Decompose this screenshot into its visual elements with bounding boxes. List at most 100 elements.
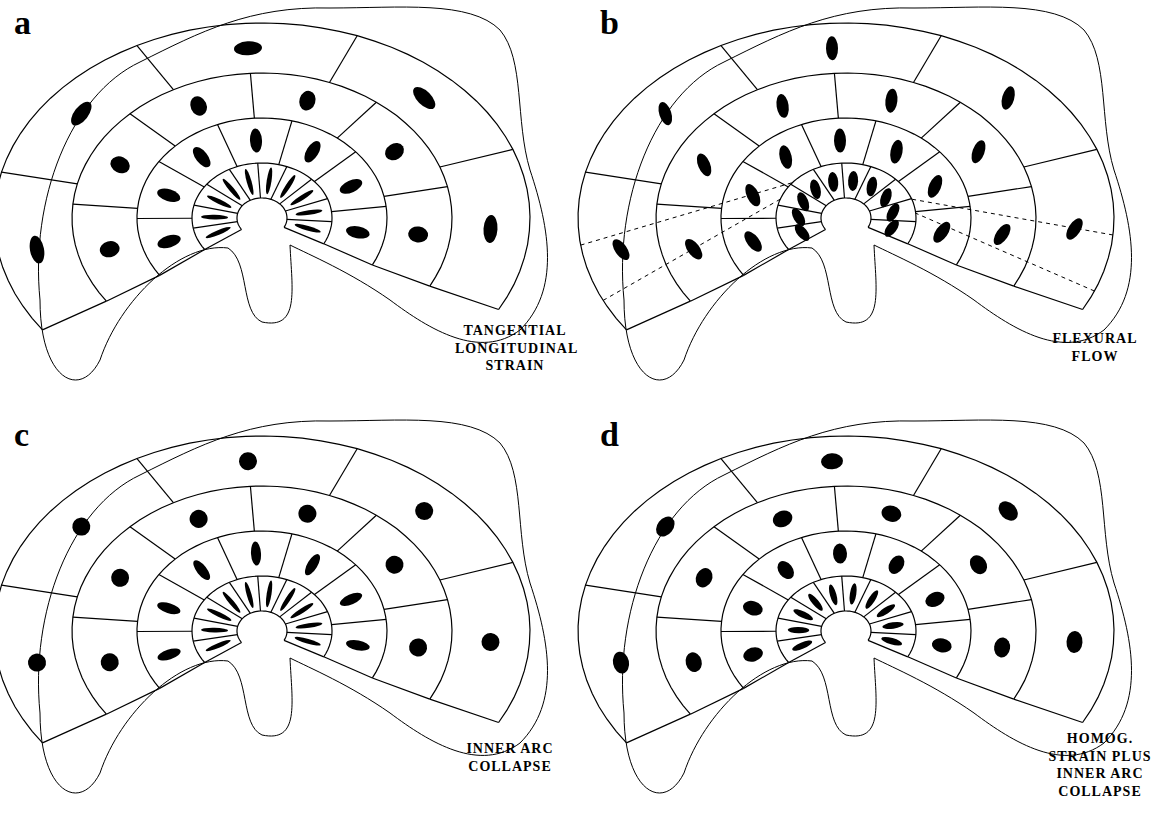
strain-ellipse [69, 514, 94, 539]
grid-line [871, 632, 916, 634]
strain-ellipse [884, 201, 902, 223]
fold-outline [38, 420, 547, 793]
strain-ellipse [741, 228, 765, 254]
strain-ellipse [931, 637, 953, 654]
grid-line [430, 699, 499, 722]
strain-ellipse [827, 171, 839, 192]
layer-arc [192, 576, 332, 663]
strain-ellipse [278, 587, 297, 612]
grid-line [324, 657, 373, 678]
panel-caption: HOMOG. STRAIN PLUS INNER ARC COLLAPSE [1040, 730, 1160, 800]
layer-arc [72, 73, 452, 301]
strain-ellipse [878, 187, 894, 209]
grid-line [743, 161, 788, 186]
strain-ellipse [827, 584, 839, 607]
strain-ellipse [265, 167, 274, 194]
strain-ellipse [848, 171, 859, 191]
strain-ellipse [234, 40, 263, 56]
grid-line [2, 172, 78, 184]
grid-line [106, 275, 159, 301]
grid-line [337, 102, 376, 138]
strain-ellipse [694, 151, 714, 178]
layer-arc [776, 163, 916, 250]
strain-ellipse [923, 589, 947, 610]
strain-ellipse [741, 599, 764, 618]
strain-ellipse [221, 590, 242, 614]
strain-ellipse [834, 128, 847, 152]
strain-ellipse [187, 507, 211, 531]
grid-line [916, 206, 971, 211]
strain-ellipse [865, 176, 879, 198]
strain-ellipse [806, 592, 825, 613]
strain-ellipse [656, 100, 675, 127]
strain-ellipse [243, 581, 255, 608]
panel-letter: c [14, 418, 29, 452]
strain-ellipse [156, 232, 183, 251]
grid-line [1024, 149, 1097, 167]
layer-arc [0, 23, 530, 330]
grid-line [217, 125, 237, 167]
grid-line [842, 576, 845, 611]
grid-line [869, 612, 911, 624]
strain-ellipse [238, 452, 257, 471]
strain-ellipse [683, 650, 704, 673]
layer-arc [721, 118, 971, 275]
shear-line [581, 183, 793, 245]
grid-line [193, 222, 237, 228]
grid-line [586, 585, 662, 597]
grid-line [921, 515, 960, 551]
layer-arc [821, 198, 871, 230]
strain-ellipse [875, 602, 897, 619]
grid-line [956, 265, 1013, 286]
strain-ellipse [993, 637, 1012, 659]
grid-line [626, 301, 690, 330]
panel-letter: b [600, 6, 619, 40]
grid-line [250, 486, 254, 531]
grid-line [721, 46, 757, 90]
grid-line [160, 663, 205, 689]
grid-line [217, 538, 237, 580]
strain-ellipse [792, 607, 814, 622]
grid-line [777, 635, 821, 641]
grid-line [372, 678, 429, 699]
layer-arc [192, 163, 332, 250]
grid-line [913, 36, 941, 83]
strain-ellipse [28, 235, 47, 265]
strain-ellipse [108, 153, 133, 176]
panel-caption: INNER ARC COLLAPSE [455, 740, 565, 775]
grid-line [921, 102, 960, 138]
grid-line [956, 678, 1013, 699]
grid-line [778, 618, 822, 626]
grid-line [258, 163, 261, 198]
strain-ellipse [249, 128, 262, 153]
strain-ellipse [611, 650, 631, 675]
grid-line [384, 600, 447, 610]
strain-ellipse [821, 453, 844, 470]
panel-letter: a [14, 6, 31, 40]
layer-arc [237, 198, 287, 230]
strain-ellipse [98, 239, 121, 260]
strain-ellipse [99, 651, 121, 673]
grid-line [626, 714, 690, 743]
grid-line [430, 286, 499, 309]
strain-ellipse [1066, 631, 1083, 654]
strain-ellipse [345, 224, 371, 240]
grid-line [834, 486, 838, 531]
strain-ellipse [205, 638, 232, 653]
strain-ellipse [243, 168, 255, 195]
grid-line [137, 459, 173, 503]
strain-ellipse [409, 83, 439, 113]
strain-ellipse [774, 558, 797, 582]
grid-line [908, 244, 957, 265]
grid-line [137, 46, 173, 90]
layer-arc [821, 611, 871, 643]
strain-ellipse [297, 89, 318, 113]
grid-line [440, 562, 513, 580]
strain-ellipse [888, 139, 904, 165]
strain-ellipse [969, 138, 988, 165]
grid-line [744, 250, 789, 276]
strain-ellipse [777, 144, 794, 170]
strain-ellipse [882, 621, 904, 630]
strain-ellipse [201, 214, 228, 219]
